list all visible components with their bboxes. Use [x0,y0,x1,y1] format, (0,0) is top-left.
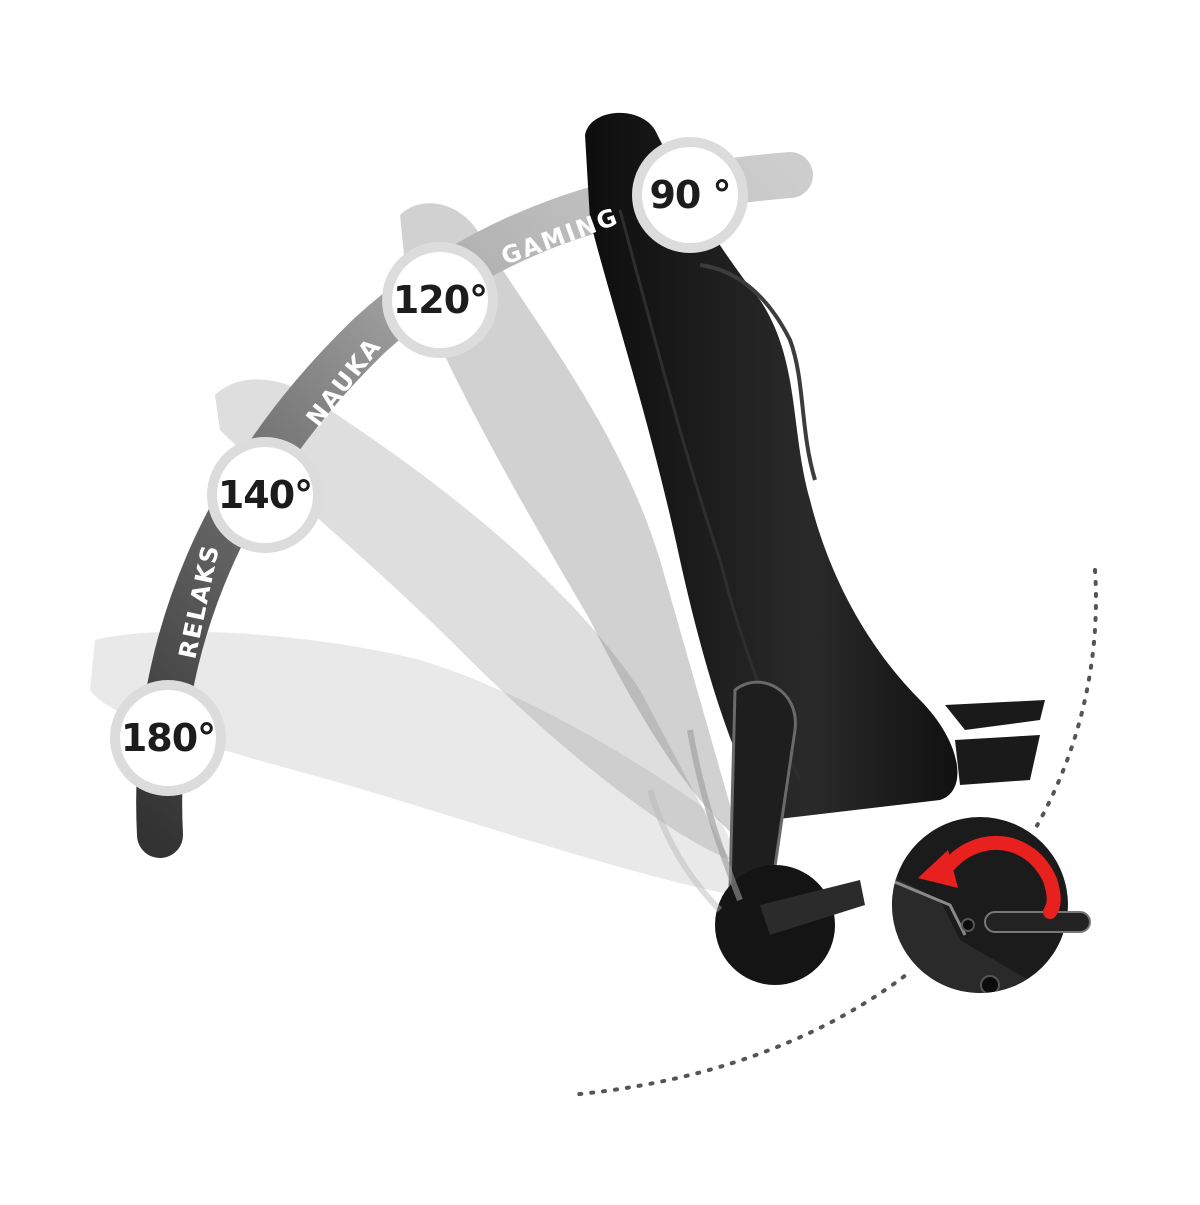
angle-label-180: 180° [121,716,215,760]
recline-mechanism [647,680,865,985]
lever-zoom-inset [884,809,1091,1001]
lever-handle [984,911,1091,933]
angle-badge-90: 90 ° [632,137,748,253]
angle-badge-140: 140° [207,437,323,553]
ghost-backrest-140 [215,379,730,860]
angle-badge-120: 120° [382,242,498,358]
angle-label-90: 90 ° [649,173,730,217]
ghost-backrest-180 [90,631,760,900]
angle-badge-180: 180° [110,680,226,796]
angle-label-120: 120° [393,278,487,322]
ghost-backrest-120 [400,203,740,841]
chair-armrest [945,700,1045,785]
rotate-arrow-icon [918,835,1061,919]
angle-label-140: 140° [218,473,312,517]
